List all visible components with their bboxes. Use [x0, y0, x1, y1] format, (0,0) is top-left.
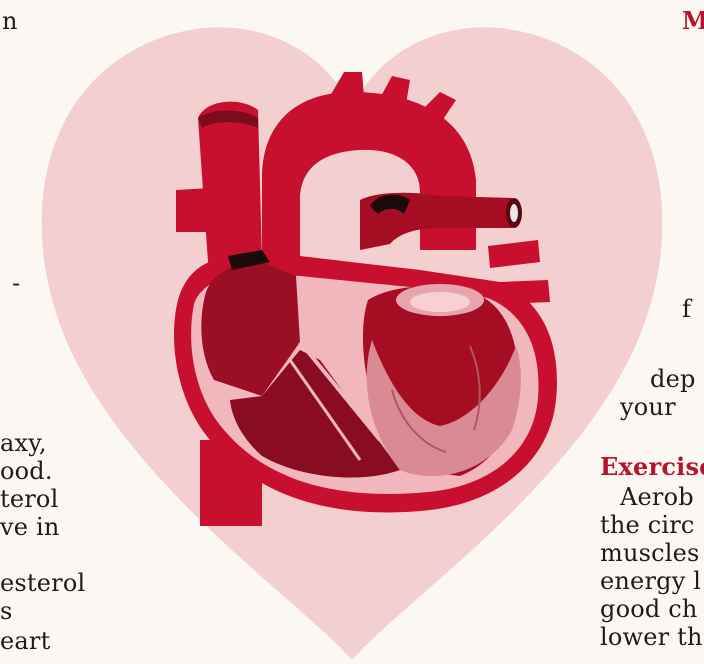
left-text-fragment: s [0, 598, 13, 624]
left-text-fragment: n [2, 8, 18, 34]
section-heading-exercise: Exercise [600, 454, 704, 480]
left-text-fragment: ood. [0, 458, 53, 484]
right-text-fragment: dep [650, 366, 696, 392]
section-line: muscles [600, 540, 700, 566]
left-text-fragment: eart [0, 628, 50, 654]
left-text-fragment: terol [0, 486, 58, 512]
right-text-fragment: your [620, 394, 676, 420]
left-text-fragment: - [12, 270, 20, 296]
left-text-fragment: ve in [0, 514, 60, 540]
section-line: lower th [600, 624, 703, 650]
left-text-fragment: esterol [0, 570, 85, 596]
right-heading-fragment: M [682, 8, 704, 34]
section-line: good ch [600, 596, 698, 622]
section-line: Aerob [620, 484, 694, 510]
left-text-fragment: axy, [0, 430, 47, 456]
section-line: the circ [600, 512, 695, 538]
section-line: energy l [600, 568, 701, 594]
right-text-fragment: f [682, 296, 691, 322]
